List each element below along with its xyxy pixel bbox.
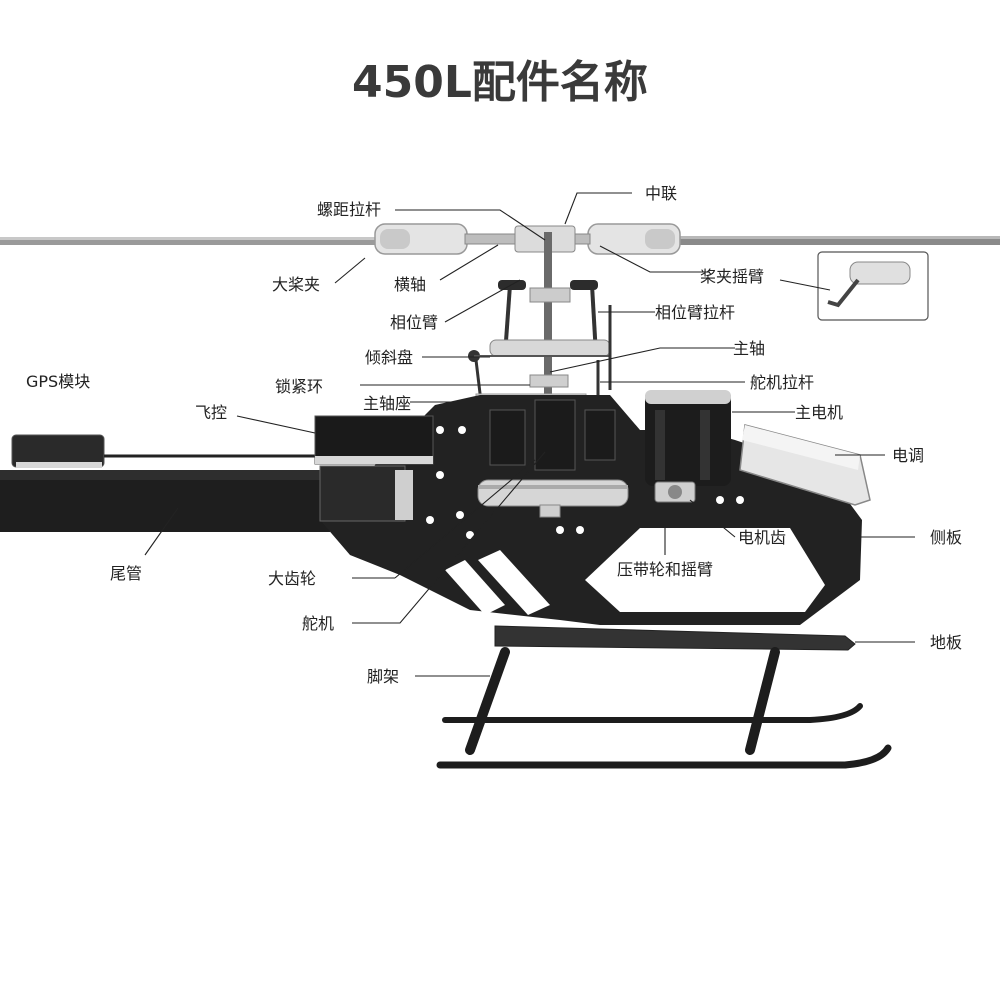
label-phase-arm: 相位臂	[390, 313, 438, 332]
lock-ring	[529, 374, 569, 388]
label-shaft-block: 主轴座	[363, 394, 411, 413]
detail-inset	[817, 251, 929, 321]
leader-lines	[144, 192, 915, 677]
label-tensioner: 压带轮和摇臂	[617, 560, 713, 579]
label-lock-ring: 锁紧环	[275, 377, 323, 396]
label-tail-boom: 尾管	[110, 564, 142, 583]
main-shaft	[544, 232, 552, 442]
label-side-plate: 侧板	[930, 528, 962, 547]
label-motor-pinion: 电机齿	[738, 528, 786, 547]
label-spindle: 横轴	[394, 275, 426, 294]
motor-pinion	[654, 481, 696, 503]
flight-controller	[314, 415, 434, 465]
label-gps: GPS模块	[26, 372, 90, 391]
blade-grip-right	[587, 223, 681, 255]
label-phase-arm-link: 相位臂拉杆	[655, 303, 735, 322]
cyclic-servos	[489, 399, 616, 471]
label-servo-link: 舵机拉杆	[750, 373, 814, 392]
main-motor	[645, 390, 731, 486]
label-swashplate: 倾斜盘	[365, 348, 413, 367]
label-servo: 舵机	[302, 614, 334, 633]
main-rotor-blades	[0, 236, 1000, 245]
landing-gear	[436, 647, 892, 769]
page-title: 450L配件名称	[352, 57, 648, 108]
label-main-motor: 主电机	[795, 403, 843, 422]
side-plate-cutout-large	[585, 528, 825, 612]
esc	[739, 424, 871, 506]
blade-grip-left	[374, 223, 468, 255]
label-pitch-link: 螺距拉杆	[317, 200, 381, 219]
floor-plate	[494, 625, 856, 651]
label-flight-controller: 飞控	[195, 403, 227, 422]
label-esc: 电调	[892, 446, 924, 465]
part-labels: 中联 螺距拉杆 大桨夹 横轴 桨夹摇臂 相位臂 相位臂拉杆 倾斜盘 主轴 GPS…	[26, 184, 962, 686]
label-landing-gear: 脚架	[367, 667, 399, 686]
tail-servo	[319, 465, 413, 522]
side-plate-holes	[426, 426, 744, 539]
label-main-gear: 大齿轮	[268, 569, 316, 588]
label-main-shaft: 主轴	[733, 339, 765, 358]
gps-module	[11, 434, 320, 468]
label-grip-arm: 桨夹摇臂	[700, 267, 764, 286]
swashplate	[468, 339, 611, 362]
side-plate-slots	[445, 550, 550, 615]
label-floor-plate: 地板	[930, 633, 962, 652]
label-blade-grip: 大桨夹	[272, 275, 320, 294]
tail-boom	[0, 470, 330, 532]
label-zhonglian: 中联	[645, 184, 677, 203]
